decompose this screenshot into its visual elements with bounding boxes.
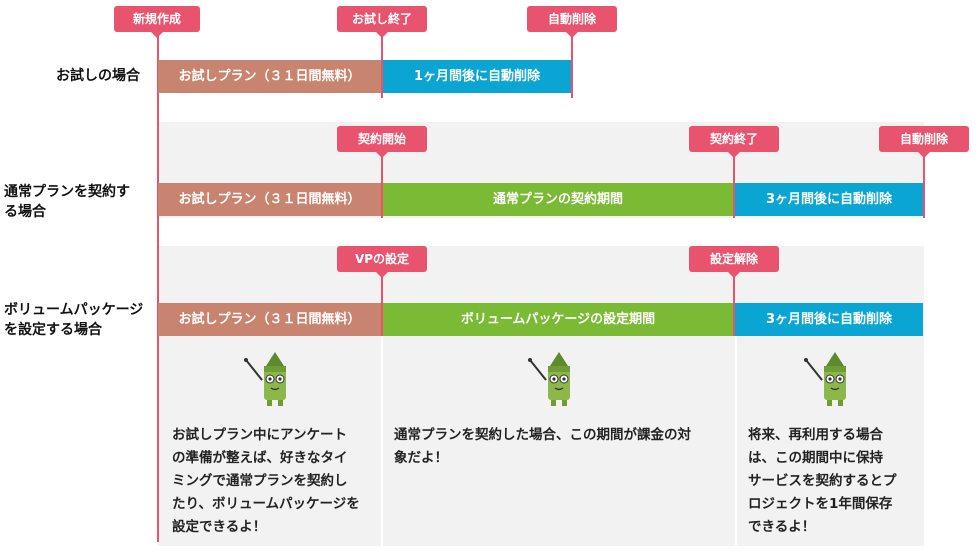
auto-delete-line-1 (571, 32, 573, 98)
pencil-mascot-icon (244, 352, 286, 406)
note-line: たり、ボリュームパッケージを (172, 496, 360, 512)
note-line: 将来、再利用する場合 (748, 427, 883, 443)
contract-start-line (381, 152, 383, 218)
note-line: 通常プランを契約した場合、この期間が課金の対 (394, 427, 691, 443)
contract-end-line (733, 152, 735, 218)
vp-release-line (733, 272, 735, 336)
note-line: 設定できるよ！ (172, 519, 267, 535)
trial-end-line-1 (381, 32, 383, 98)
note-trial: お試しプラン中にアンケート の準備が整えば、好きなタイ ミングで通常プランを契約… (172, 424, 377, 539)
auto-delete-line-2 (923, 152, 925, 218)
row1-label: お試しの場合 (56, 68, 140, 84)
row2-label-line2: る場合 (4, 204, 46, 220)
tag-auto-delete-2: 自動削除 (879, 126, 969, 158)
tag-contract-start: 契約開始 (337, 126, 427, 158)
row3-label-line2: を設定する場合 (4, 322, 102, 338)
note-retention: 将来、再利用する場合 は、この期間中に保持 サービスを契約するとプ ロジェクトを… (748, 424, 920, 539)
start-line (157, 32, 159, 542)
delete-period-bar: 3ヶ月間後に自動削除 (735, 183, 923, 216)
note-line: お試しプラン中にアンケート (172, 427, 347, 443)
row3-label: ボリュームパッケージ を設定する場合 (4, 300, 143, 340)
trial-bar: お試しプラン（３１日間無料） (158, 303, 381, 336)
trial-bar: お試しプラン（３１日間無料） (158, 60, 381, 93)
delete-period-bar: 1ヶ月間後に自動削除 (383, 60, 571, 93)
note-line: は、この期間中に保持 (748, 450, 883, 466)
tag-vp-set: VPの設定 (337, 246, 427, 278)
row2-label: 通常プランを契約す る場合 (4, 182, 130, 222)
pencil-mascot-icon (528, 352, 570, 406)
delete-period-bar: 3ヶ月間後に自動削除 (735, 303, 923, 336)
tag-new: 新規作成 (114, 6, 200, 38)
note-line: サービスを契約するとプ (748, 473, 897, 489)
note-line: の準備が整えば、好きなタイ (172, 450, 348, 466)
column-divider (381, 336, 383, 546)
note-contract: 通常プランを契約した場合、この期間が課金の対 象だよ！ (394, 424, 730, 470)
tag-auto-delete: 自動削除 (527, 6, 617, 38)
row2-label-line1: 通常プランを契約す (4, 184, 130, 200)
pencil-mascot-icon (804, 352, 846, 406)
contract-period-bar: 通常プランの契約期間 (383, 183, 733, 216)
note-line: 象だよ！ (394, 450, 448, 466)
trial-bar: お試しプラン（３１日間無料） (158, 183, 381, 216)
column-divider (735, 336, 737, 546)
tag-trial-end: お試し終了 (337, 6, 427, 38)
note-line: ロジェクトを1年間保存 (748, 496, 893, 512)
tag-contract-end: 契約終了 (689, 126, 779, 158)
vp-set-line (381, 272, 383, 336)
vp-period-bar: ボリュームパッケージの設定期間 (383, 303, 733, 336)
note-line: できるよ！ (748, 519, 816, 535)
row3-label-line1: ボリュームパッケージ (4, 302, 144, 318)
tag-vp-release: 設定解除 (689, 246, 779, 278)
note-line: ミングで通常プランを契約し (172, 473, 348, 489)
